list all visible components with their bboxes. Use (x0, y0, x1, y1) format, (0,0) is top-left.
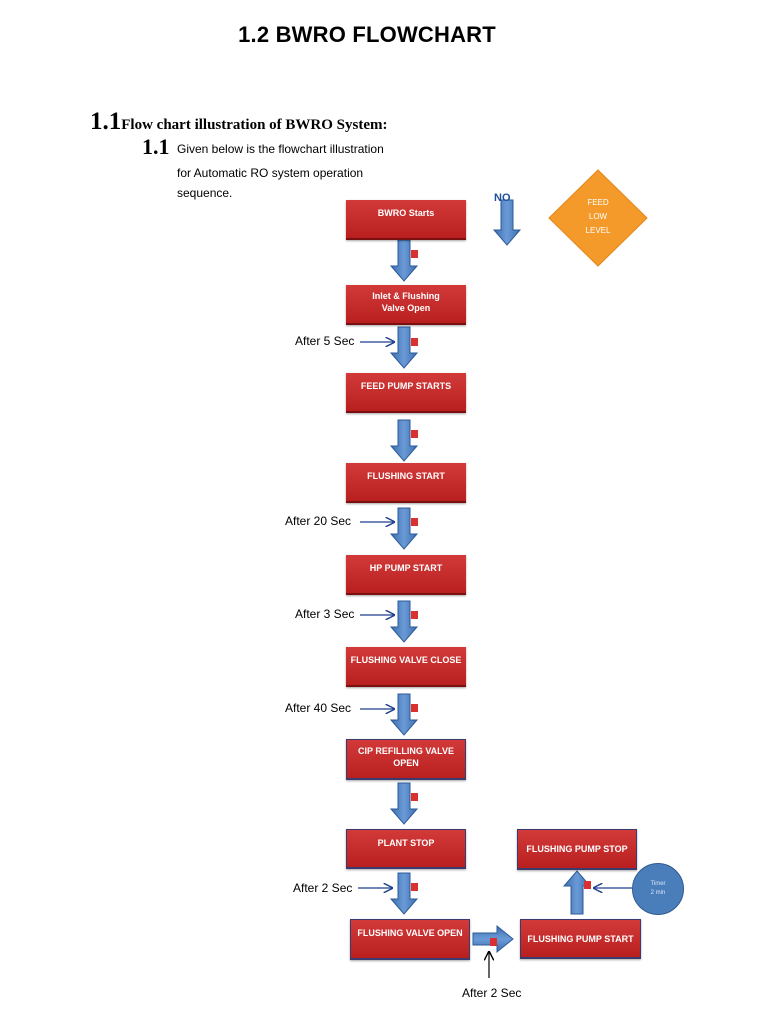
intro-line-3: sequence. (177, 186, 233, 200)
step-flushing-pump-stop: FLUSHING PUMP STOP (517, 829, 637, 870)
step-flushing-pump-start: FLUSHING PUMP START (520, 919, 641, 959)
step-cip-refilling-valve-open: CIP REFILLING VALVE OPEN (346, 739, 466, 780)
timer-circle: Timer 2 min (632, 863, 684, 915)
delay-label-40-sec: After 40 Sec (285, 701, 352, 715)
step-label-line: OPEN (393, 758, 419, 768)
decision-diamond-shape (548, 169, 648, 267)
timer-line: Timer (650, 881, 666, 887)
up-arrow (562, 870, 592, 915)
down-arrow (389, 507, 419, 550)
step-label-line: CIP REFILLING VALVE (357, 746, 454, 756)
step-label-line: Inlet & Flushing (372, 291, 440, 301)
no-label: NO (494, 192, 511, 204)
delay-label-3-sec: After 3 Sec (295, 607, 355, 621)
step-feed-pump-starts: FEED PUMP STARTS (346, 373, 466, 413)
delay-label-2-sec-bottom: After 2 Sec (462, 986, 522, 1000)
decision-line: FEED (587, 198, 609, 207)
intro-line-1: Given below is the flowchart illustratio… (177, 142, 384, 156)
page-title: 1.2 BWRO FLOWCHART (238, 22, 496, 47)
step-label: BWRO Starts (377, 208, 435, 218)
step-flushing-start: FLUSHING START (346, 463, 466, 503)
step-label: FEED PUMP STARTS (360, 381, 452, 391)
down-arrow (389, 693, 419, 736)
step-label-line: Valve Open (381, 303, 431, 313)
delay-label-5-sec: After 5 Sec (295, 334, 355, 348)
section-heading: 1.1Flow chart illustration of BWRO Syste… (90, 108, 387, 136)
decision-feed-low-level: FEED LOW LEVEL (558, 196, 638, 238)
no-branch-arrow (492, 199, 522, 246)
step-plant-stop: PLANT STOP (346, 829, 466, 869)
down-arrow (389, 326, 419, 369)
step-bwro-starts: BWRO Starts (346, 200, 466, 240)
down-arrow (389, 239, 419, 282)
delay-label-2-sec: After 2 Sec (293, 881, 353, 895)
step-label: FLUSHING PUMP START (527, 933, 634, 944)
section-title: Flow chart illustration of BWRO System: (121, 117, 388, 133)
intro-line-2: for Automatic RO system operation (177, 166, 364, 180)
right-arrow (472, 924, 514, 954)
step-label: FLUSHING PUMP STOP (526, 844, 628, 854)
decision-line: LEVEL (585, 226, 611, 235)
step-flushing-valve-open: FLUSHING VALVE OPEN (350, 919, 470, 960)
timer-line: 2 min (650, 890, 666, 896)
step-label: FLUSHING START (367, 471, 445, 481)
step-flushing-valve-close: FLUSHING VALVE CLOSE (346, 647, 466, 687)
step-label: FLUSHING VALVE CLOSE (350, 655, 462, 665)
delay-label-20-sec: After 20 Sec (285, 514, 352, 528)
subsection-number: 1.1 (142, 134, 170, 159)
section-number: 1.1 (90, 108, 122, 135)
down-arrow (389, 872, 419, 915)
down-arrow (389, 419, 419, 462)
down-arrow (389, 782, 419, 825)
step-label: CIP REFILLING VALVE OPEN (358, 745, 454, 769)
step-label: HP PUMP START (369, 563, 443, 573)
step-label: FLUSHING VALVE OPEN (357, 928, 463, 938)
step-label: PLANT STOP (377, 838, 435, 848)
step-hp-pump-start: HP PUMP START (346, 555, 466, 595)
down-arrow (389, 600, 419, 643)
decision-line: LOW (588, 212, 608, 221)
